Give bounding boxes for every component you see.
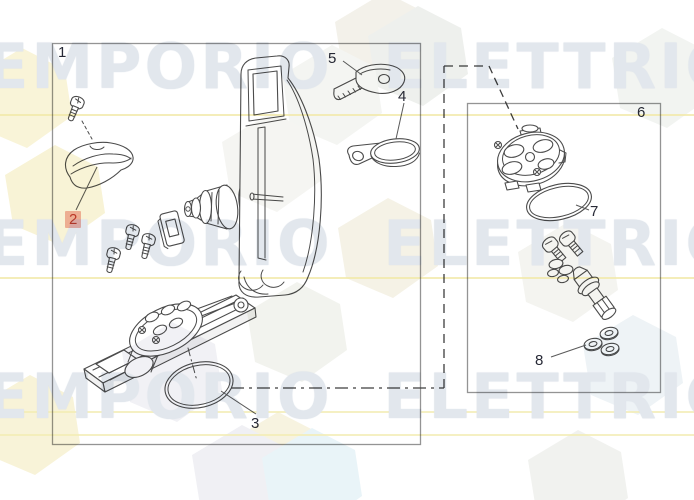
part-label-7[interactable]: 7 [590,203,599,220]
leader-line-4 [395,102,405,140]
retainer-plate [157,210,185,250]
mounting-screws [102,222,157,275]
seal-washers [582,325,621,358]
knob-cap [65,141,134,189]
part-label-5[interactable]: 5 [328,50,337,67]
leader-line-7 [575,204,590,211]
coupler [183,184,239,230]
clamp-ring [347,138,420,168]
detail-o-ring [526,182,592,222]
leader-line-5 [342,60,363,76]
leader-line-8 [550,344,587,358]
part-label-1[interactable]: 1 [58,44,67,61]
detail-box [466,102,662,394]
part-label-3[interactable]: 3 [251,415,260,432]
pump-cover [493,124,567,193]
valve-assembly [539,227,617,320]
large-o-ring [164,361,234,409]
cover-screw [63,94,93,140]
leader-line-3 [220,390,257,415]
part-label-8[interactable]: 8 [535,352,544,369]
part-label-2[interactable]: 2 [65,211,82,228]
key-tool [333,63,406,101]
part-label-4[interactable]: 4 [398,88,407,105]
part-label-6[interactable]: 6 [637,104,646,121]
frame-bracket [238,55,322,298]
